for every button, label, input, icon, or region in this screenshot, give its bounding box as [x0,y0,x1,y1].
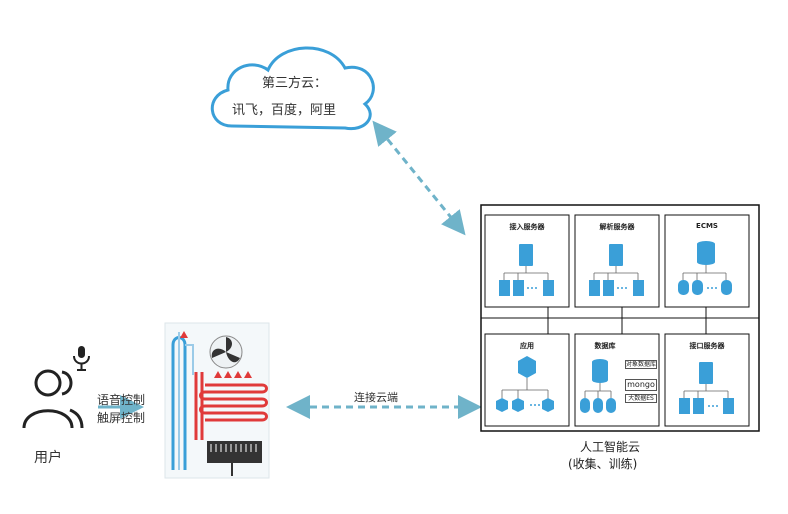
server-box-title: 接入服务器 [509,223,545,231]
ai-cloud-name: 人工智能云 [580,440,641,454]
device-illustration [164,322,270,479]
database-tag: mongo [625,379,657,391]
microphone-icon [73,346,90,371]
database-tree-icon [580,359,616,413]
database-tree-icon [678,241,732,295]
touch-control-label: 触屏控制 [97,411,146,425]
database-tag: 大数据ES [625,394,657,403]
third-party-cloud-providers: 讯飞，百度，阿里 [232,103,337,118]
user-icon [22,369,84,429]
third-party-cloud-title: 第三方云： [262,76,328,91]
server-tree-icon [679,362,734,414]
link-label: 连接云端 [354,391,398,404]
server-box-title: 解析服务器 [599,223,635,231]
database-tag: 对象数据库 [625,360,657,369]
server-tree-icon [589,244,644,296]
bus-lines [481,306,759,334]
third-party-cloud-shape [210,46,375,131]
server-box-title: 接口服务器 [689,342,725,350]
server-box-title: 应用 [520,342,534,350]
voice-control-label: 语音控制 [97,393,146,407]
server-tree-icon [499,244,554,296]
user-label: 用户 [34,450,62,466]
server-box-title: 数据库 [594,342,616,350]
server-box-title: ECMS [696,222,718,230]
ai-cloud-description: (收集、训练) [568,457,638,471]
cloud-link-arrow [372,120,466,236]
cube-tree-icon [496,356,554,412]
